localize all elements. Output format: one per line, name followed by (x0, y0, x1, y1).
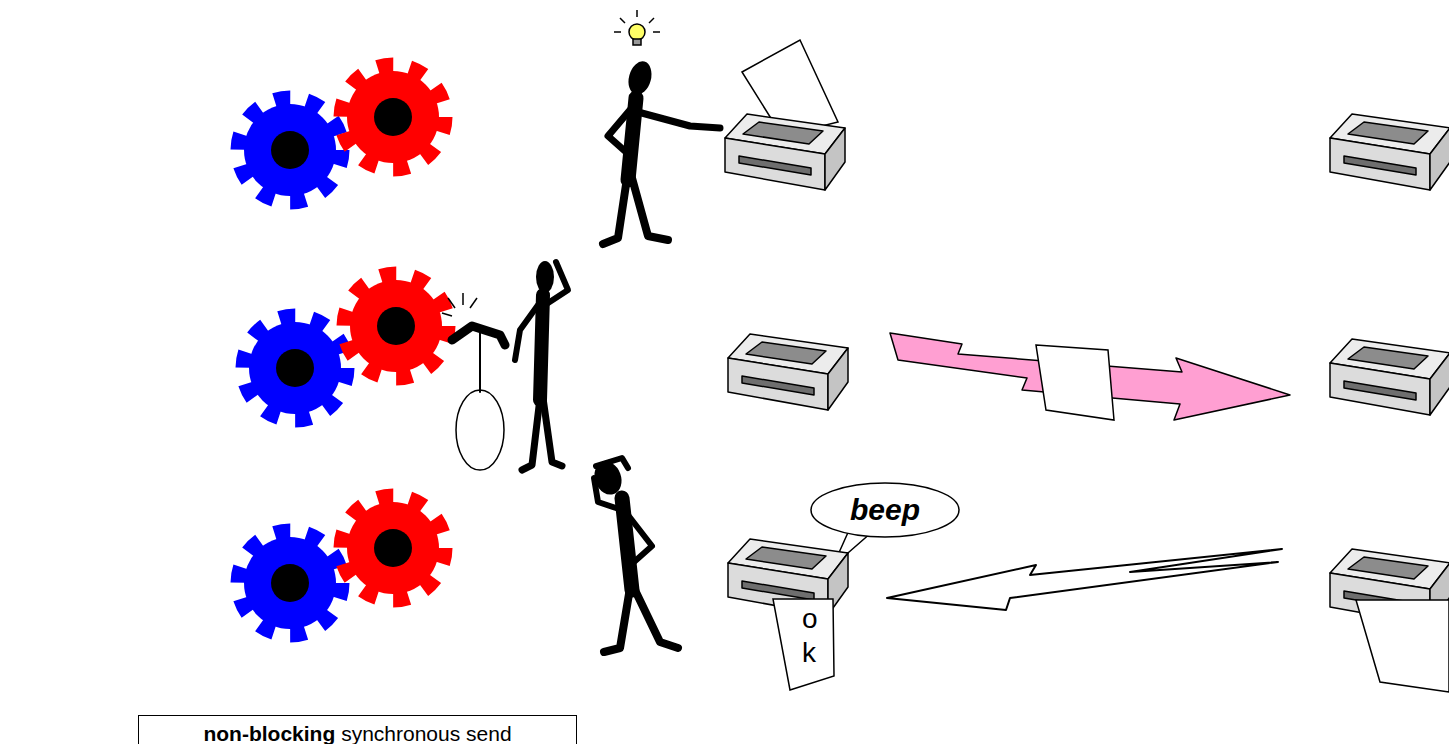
illustration-part (728, 334, 848, 410)
light-bulb-part (633, 39, 641, 45)
stick-figure-part (543, 398, 562, 466)
stick-figure-part (628, 515, 652, 562)
illustration-part (1330, 114, 1449, 190)
light-bulb-part (629, 24, 645, 40)
gear-pair-part (238, 531, 342, 635)
illustration-part (1330, 339, 1449, 415)
stick-figure (590, 458, 678, 652)
stick-figure-part (604, 588, 630, 652)
spark (442, 293, 477, 316)
bag (456, 390, 504, 470)
gear-pair-part (243, 316, 347, 420)
spark-part (442, 313, 452, 316)
stick-figure-part (540, 295, 543, 400)
stick-figure-part (594, 478, 622, 510)
stick-figure-part (452, 326, 505, 345)
paper-sheet (1356, 600, 1449, 692)
stick-figure-part (603, 178, 627, 244)
stick-figure-part (479, 332, 481, 392)
stick-figure-part (515, 305, 538, 360)
gear-pair (238, 65, 445, 202)
light-bulb-part (620, 18, 625, 23)
printout-text: o k (802, 602, 832, 670)
spark-part (462, 293, 464, 305)
gear-pair-part (341, 496, 445, 600)
text-holder: o k (770, 598, 834, 692)
paper-sheet (1036, 345, 1114, 420)
light-bulb-part (614, 31, 621, 33)
spark-part (470, 298, 477, 308)
light-bulb (614, 10, 660, 45)
bubble-outline (811, 483, 959, 537)
light-bulb-part (649, 18, 654, 23)
speech-bubble: beep (810, 482, 960, 538)
stick-figure-part (545, 262, 568, 305)
reply-arrow (887, 549, 1282, 610)
sheet-outline (773, 599, 834, 690)
gear-pair-part (238, 98, 342, 202)
gear-pair-part (341, 65, 445, 169)
stick-figure-part (596, 458, 628, 468)
text-holder: non-blocking synchronous send (139, 716, 576, 744)
light-bulb-part (653, 31, 660, 33)
stick-figure-part (632, 178, 668, 240)
spark-part (448, 298, 455, 308)
stick-figure (452, 261, 568, 470)
gear-pair (243, 274, 448, 420)
stick-figure-part (522, 398, 540, 470)
gear-pair (238, 496, 445, 635)
text-holder: beep (810, 482, 960, 538)
stick-figure (603, 59, 720, 244)
send-arrow (890, 333, 1290, 420)
stick-figure-part (638, 112, 720, 128)
light-bulb-part (636, 10, 638, 17)
stick-figure-part (536, 261, 554, 293)
stick-figure-part (608, 110, 630, 152)
caption-text: non-blocking (203, 722, 335, 744)
caption-box: non-blocking synchronous send (138, 715, 577, 744)
stick-figure-part (625, 59, 655, 98)
illustration-part (725, 114, 845, 190)
gear-pair-part (344, 274, 448, 378)
printout-sheet: o k (770, 598, 836, 692)
caption-text: synchronous send (341, 722, 511, 744)
sound-text: beep (850, 493, 920, 527)
stick-figure-part (634, 588, 678, 648)
